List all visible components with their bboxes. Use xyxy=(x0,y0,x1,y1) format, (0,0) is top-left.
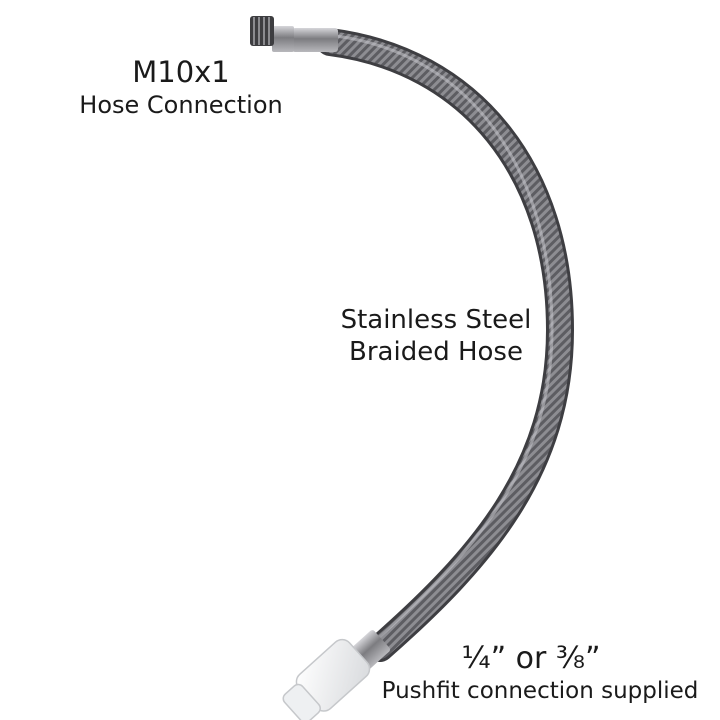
hose-connection-label: Hose Connection xyxy=(79,91,283,119)
hose-material-label-line1: Stainless Steel xyxy=(340,305,532,335)
m10-threaded-fitting xyxy=(250,16,338,52)
pushfit-connector xyxy=(282,630,391,720)
pushfit-label: Pushfit connection supplied xyxy=(381,678,699,704)
hose-material-label-line2: Braided Hose xyxy=(349,337,523,367)
thread-size-label: M10x1 xyxy=(132,55,230,89)
braided-hose xyxy=(316,28,575,662)
pipe-size-label: ¼” or ⅜” xyxy=(461,641,601,676)
